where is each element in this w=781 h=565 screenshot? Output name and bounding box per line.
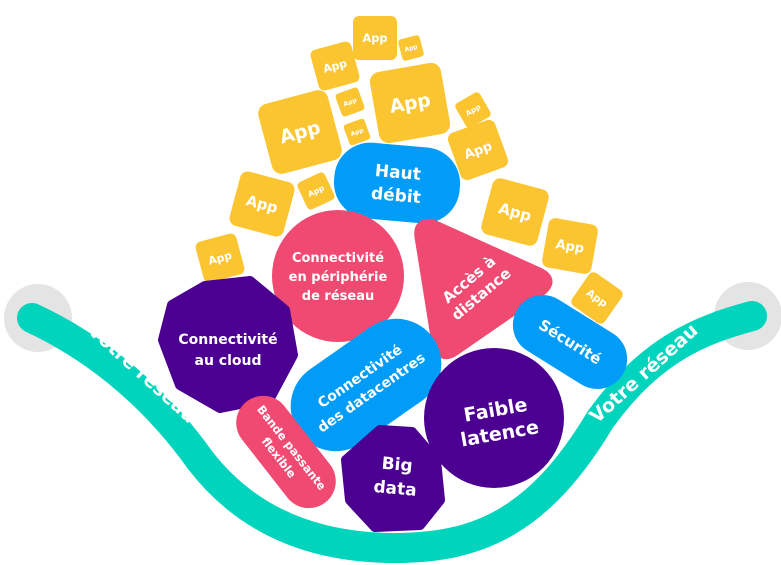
app-label: App: [350, 127, 365, 138]
svg-text:Big: Big: [381, 454, 414, 477]
bubble-faible-latence: Faible latence: [424, 348, 564, 488]
svg-text:Connectivité: Connectivité: [178, 332, 277, 348]
app-label: App: [404, 43, 419, 53]
bubble-haut-debit: Haut débit: [333, 142, 461, 224]
bubble-acces-distance: Accès à distance: [414, 218, 553, 360]
app-tile: App: [447, 119, 509, 181]
app-tile: App: [353, 16, 397, 60]
svg-text:Connectivité: Connectivité: [292, 251, 384, 266]
svg-text:Haut: Haut: [374, 161, 422, 185]
app-tile: App: [297, 172, 335, 210]
app-tile: App: [310, 41, 360, 91]
app-tile: App: [455, 92, 491, 128]
app-tile: App: [542, 218, 598, 274]
svg-text:en périphérie: en périphérie: [289, 270, 388, 285]
app-tile: App: [343, 118, 371, 146]
app-tile: App: [258, 90, 342, 174]
app-tile: App: [398, 35, 424, 61]
app-label: App: [362, 31, 387, 45]
app-label: App: [554, 237, 585, 257]
bubble-securite: Sécurité: [512, 295, 628, 389]
bubble-cloud: Connectivité au cloud: [158, 276, 298, 413]
app-tile: App: [335, 87, 365, 117]
app-tile: App: [481, 178, 549, 246]
svg-text:data: data: [373, 477, 418, 501]
app-tile: App: [571, 272, 623, 324]
app-label: App: [322, 57, 349, 76]
svg-text:au cloud: au cloud: [195, 353, 262, 369]
app-tile: App: [195, 233, 245, 283]
app-label: App: [343, 97, 359, 108]
app-label: App: [207, 249, 234, 268]
svg-text:débit: débit: [370, 184, 421, 208]
bubble-big-data: Big data: [341, 425, 445, 532]
network-curve: [17, 301, 767, 564]
bubble-peripherie: Connectivité en périphérie de réseau: [272, 210, 404, 342]
app-tile: App: [369, 62, 451, 144]
app-tile: App: [229, 171, 295, 237]
svg-text:de réseau: de réseau: [302, 289, 374, 304]
